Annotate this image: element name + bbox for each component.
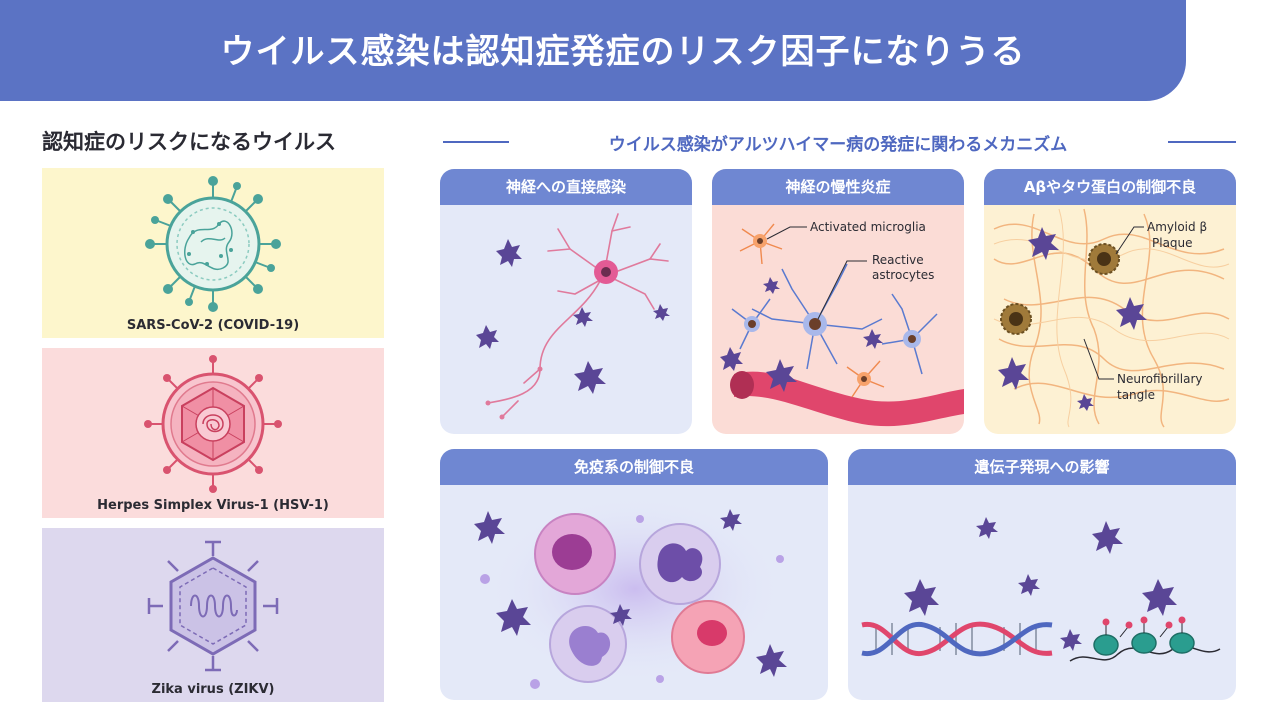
virus-label-zika: Zika virus (ZIKV)	[151, 682, 275, 697]
annotation-reactive: Reactive	[872, 253, 924, 267]
header-banner: ウイルス感染は認知症発症のリスク因子になりうる	[0, 0, 1186, 101]
herpes-virus-icon	[144, 355, 282, 493]
annotation-tangle: tangle	[1117, 388, 1155, 402]
card-abeta-tau: Aβやタウ蛋白の制御不良	[984, 169, 1236, 434]
annotation-activated-microglia: Activated microglia	[810, 220, 926, 234]
amyloid-plaques	[1000, 243, 1120, 335]
card-title-direct-infection: 神経への直接感染	[440, 169, 692, 205]
card-chronic-inflammation: 神経の慢性炎症 Activated mi	[712, 169, 964, 434]
card-title-chronic-inflammation: 神経の慢性炎症	[712, 169, 964, 205]
annotation-neurofibrillary: Neurofibrillary	[1117, 372, 1202, 386]
immune-cell	[549, 605, 627, 683]
card-title-abeta-tau: Aβやタウ蛋白の制御不良	[984, 169, 1236, 205]
immune-cell	[671, 600, 745, 674]
immune-cell	[639, 523, 721, 605]
immune-cells-illustration	[474, 494, 787, 689]
page-title: ウイルス感染は認知症発症のリスク因子になりうる	[220, 32, 1026, 72]
tangle-plaque-illustration: Amyloid β Plaque Neurofibrillary tangle	[993, 208, 1230, 428]
mechanism-title-rule-right	[1168, 141, 1236, 143]
mechanism-section-title: ウイルス感染がアルツハイマー病の発症に関わるメカニズム	[608, 135, 1068, 155]
virus-list-title: 認知症のリスクになるウイルス	[42, 130, 336, 154]
card-title-immune-dysregulation: 免疫系の制御不良	[440, 449, 828, 485]
coronavirus-icon	[145, 176, 281, 312]
dna-helix	[861, 621, 1053, 657]
mechanism-title-rule-left	[443, 141, 509, 143]
annotation-plaque: Plaque	[1152, 236, 1193, 250]
virus-label-sars-cov-2: SARS-CoV-2 (COVID-19)	[126, 318, 300, 333]
dna-illustration	[861, 517, 1221, 662]
card-immune-dysregulation: 免疫系の制御不良	[440, 449, 828, 700]
annotation-astrocytes: astrocytes	[872, 268, 934, 282]
neuron-illustration	[476, 213, 670, 420]
virus-panel-hsv-1: Herpes Simplex Virus-1 (HSV-1)	[42, 348, 384, 518]
card-title-gene-expression: 遺伝子発現への影響	[848, 449, 1236, 485]
immune-cell	[534, 513, 616, 595]
card-gene-expression: 遺伝子発現への影響	[848, 449, 1236, 700]
virus-panel-zika: Zika virus (ZIKV)	[42, 528, 384, 702]
chromatin	[1069, 616, 1221, 662]
inflammation-illustration: Activated microglia Reactive astrocytes	[720, 220, 964, 427]
card-direct-infection: 神経への直接感染	[440, 169, 692, 434]
virus-label-hsv-1: Herpes Simplex Virus-1 (HSV-1)	[97, 498, 329, 513]
annotation-amyloid-beta: Amyloid β	[1147, 220, 1207, 234]
virus-particles	[476, 239, 670, 394]
zika-virus-icon	[147, 540, 279, 672]
virus-panel-sars-cov-2: SARS-CoV-2 (COVID-19)	[42, 168, 384, 338]
